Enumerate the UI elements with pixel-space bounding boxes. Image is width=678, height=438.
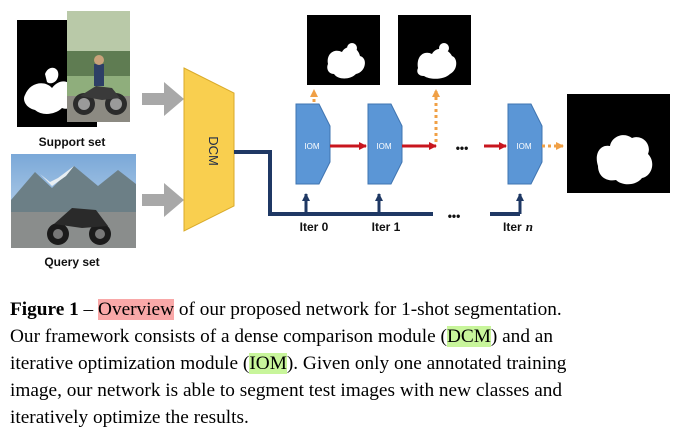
iom-block-0: IOM <box>295 103 331 185</box>
query-input-arrow <box>142 183 184 217</box>
dcm-highlight: DCM <box>446 326 491 347</box>
query-set-label: Query set <box>44 255 99 269</box>
caption-line-4: image, our network is able to segment te… <box>10 380 563 401</box>
figure-label: Figure 1 <box>10 299 79 320</box>
iom-label-1: IOM <box>376 142 391 151</box>
iom-block-n: IOM <box>507 103 543 185</box>
iom-block-1: IOM <box>367 103 403 185</box>
iter-label-0: Iter 0 <box>300 220 329 234</box>
support-photo-image <box>67 11 130 122</box>
output-mask-1 <box>398 15 471 85</box>
iter-label-1: Iter 1 <box>372 220 401 234</box>
caption-line-3: iterative optimization module (IOM). Giv… <box>10 350 670 377</box>
feature-path <box>234 150 524 216</box>
final-output-mask <box>567 94 670 193</box>
iom-highlight: IOM <box>249 353 287 374</box>
caption-line-3-post: ). Given only one annotated training <box>286 353 567 374</box>
query-photo-image <box>11 154 136 248</box>
caption-line-2: Our framework consists of a dense compar… <box>10 323 670 350</box>
caption-line-3-pre: iterative optimization module ( <box>10 353 250 374</box>
ellipsis-middle: ••• <box>456 141 469 155</box>
dcm-label: DCM <box>206 136 221 166</box>
iom-label-0: IOM <box>304 142 319 151</box>
output-mask-0 <box>307 15 380 85</box>
caption-line-1: Figure 1 – Overview of our proposed netw… <box>10 296 670 323</box>
caption-line-2-pre: Our framework consists of a dense compar… <box>10 326 447 347</box>
caption-line-1-text: of our proposed network for 1-shot segme… <box>174 299 562 320</box>
caption-line-5: iteratively optimize the results. <box>10 407 249 428</box>
caption-dash: – <box>78 299 99 320</box>
iom-label-n: IOM <box>516 142 531 151</box>
figure-diagram: Support set Query set DCM ••• IOM IOM IO… <box>11 11 670 269</box>
caption-line-2-post: ) and an <box>490 326 553 347</box>
support-set-label: Support set <box>39 135 106 149</box>
figure-caption: Figure 1 – Overview of our proposed netw… <box>10 296 670 431</box>
ellipsis-bottom: ••• <box>448 209 461 223</box>
support-input-arrow <box>142 82 184 116</box>
dcm-module <box>183 67 235 232</box>
overview-highlight: Overview <box>98 299 175 320</box>
